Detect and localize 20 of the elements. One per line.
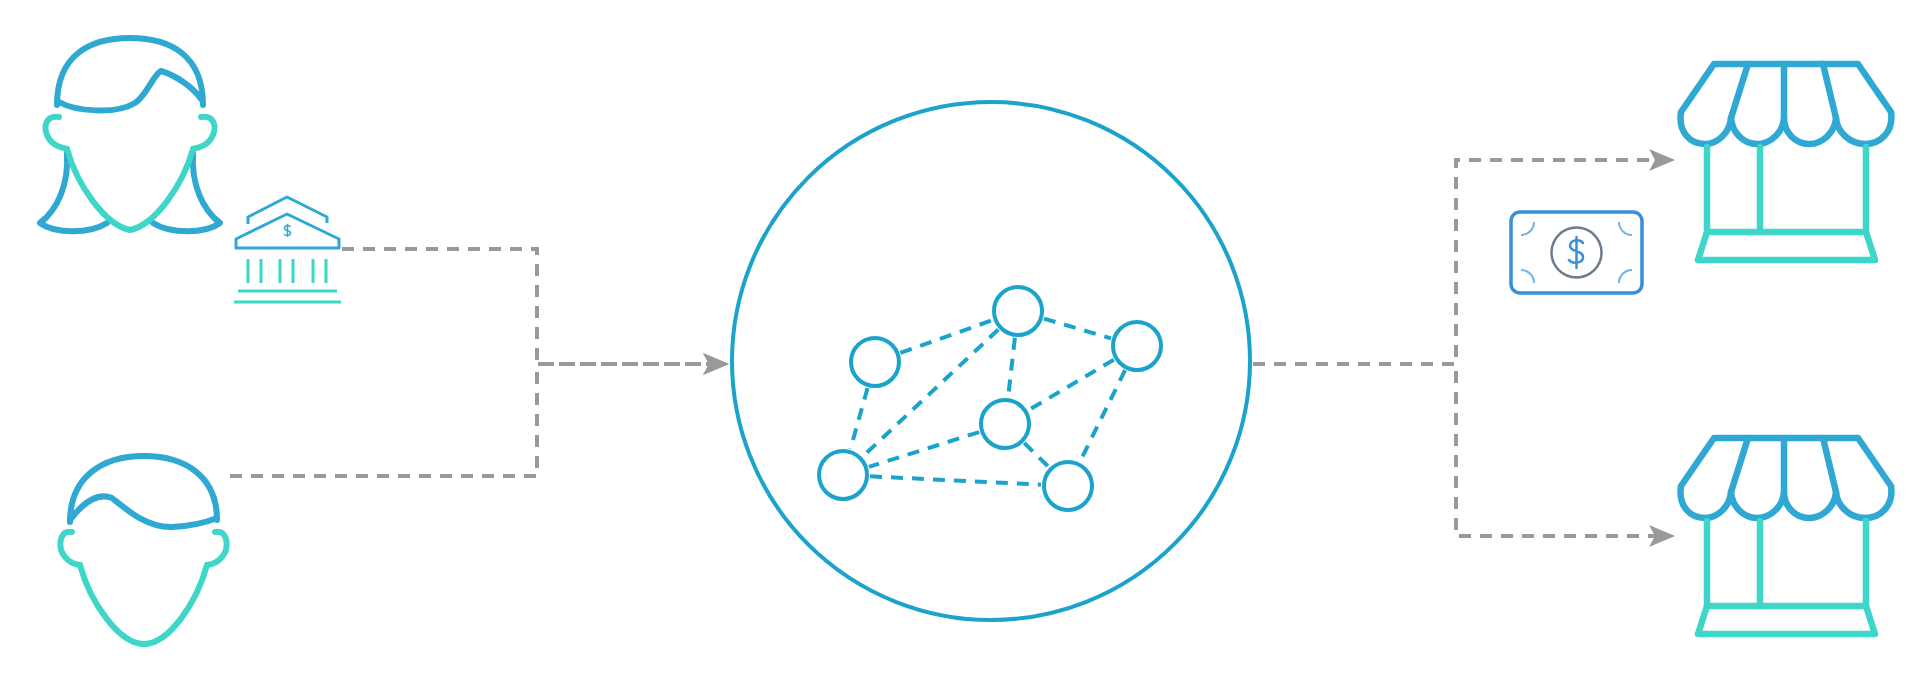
dashed-line: [1043, 316, 1112, 341]
store-icon: [1675, 434, 1897, 639]
network-circle: [730, 100, 1252, 622]
network-node: [979, 398, 1031, 450]
network-node: [992, 285, 1044, 337]
dashed-line: [1022, 441, 1051, 469]
dashed-line: [869, 474, 1042, 487]
network-node: [817, 449, 869, 501]
network-node: [1042, 460, 1094, 512]
dashed-arrow: [230, 353, 729, 478]
dashed-line: [899, 318, 994, 355]
dashed-arrow: [1253, 362, 1675, 547]
dashed-line: [868, 430, 980, 469]
woman-icon: [35, 35, 225, 237]
network-node: [849, 336, 901, 388]
bank-icon: [233, 193, 342, 304]
man-icon: [57, 452, 230, 648]
network-node: [1111, 320, 1163, 372]
dashed-line: [848, 387, 870, 450]
store-icon: [1675, 60, 1897, 265]
